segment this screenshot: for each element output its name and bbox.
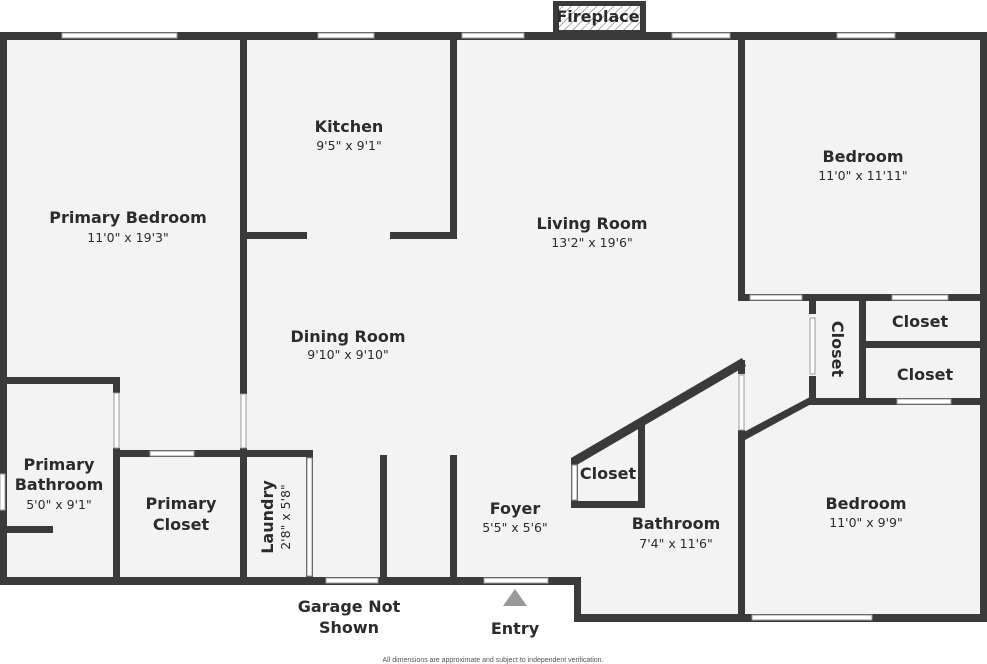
doorway bbox=[113, 392, 120, 449]
doorway bbox=[891, 294, 949, 301]
bedroom-bottom-name: Bedroom bbox=[825, 494, 906, 513]
disclaimer: All dimensions are approximate and subje… bbox=[382, 657, 603, 664]
bedroom-bottom-size: 11'0" x 9'9" bbox=[829, 515, 902, 530]
wall bbox=[380, 455, 387, 583]
bedroom-top-size: 11'0" x 11'11" bbox=[818, 168, 907, 183]
window bbox=[0, 473, 6, 511]
closet-hall-name: Closet bbox=[828, 321, 847, 378]
wall bbox=[247, 232, 307, 239]
window bbox=[317, 32, 375, 39]
living-room-size: 13'2" x 19'6" bbox=[551, 235, 632, 250]
foyer-name: Foyer bbox=[490, 499, 541, 518]
window bbox=[61, 32, 178, 39]
laundry-name: Laundry bbox=[258, 480, 277, 554]
doorway bbox=[306, 457, 313, 577]
wall bbox=[0, 577, 580, 585]
living-room-name: Living Room bbox=[537, 214, 648, 233]
fireplace: Fireplace bbox=[553, 1, 646, 35]
laundry-size: 2'8" x 5'8" bbox=[278, 484, 293, 550]
wall bbox=[859, 341, 987, 348]
wall bbox=[738, 32, 745, 300]
outside-labels: Garage Not Shown Entry All dimensions ar… bbox=[298, 597, 604, 664]
primary-bathroom-name-line1: Primary bbox=[24, 455, 95, 474]
bedroom-top-name: Bedroom bbox=[822, 147, 903, 166]
window bbox=[149, 450, 195, 457]
window bbox=[671, 32, 731, 39]
doorway bbox=[240, 393, 247, 449]
kitchen-name: Kitchen bbox=[315, 117, 384, 136]
wall bbox=[980, 32, 987, 622]
foyer-size: 5'5" x 5'6" bbox=[482, 520, 548, 535]
wall bbox=[450, 455, 457, 583]
wall bbox=[809, 376, 816, 405]
garage-line1: Garage Not bbox=[298, 597, 401, 616]
doorway bbox=[571, 464, 578, 501]
wall bbox=[113, 377, 120, 393]
dining-room-size: 9'10" x 9'10" bbox=[307, 347, 388, 362]
closet-bath-name: Closet bbox=[580, 464, 637, 483]
window bbox=[836, 32, 896, 39]
wall bbox=[390, 232, 457, 239]
primary-closet-name-line1: Primary bbox=[146, 494, 217, 513]
doorway bbox=[896, 398, 952, 405]
fireplace-label: Fireplace bbox=[556, 7, 639, 26]
floor-area bbox=[0, 33, 987, 664]
doorway bbox=[749, 294, 803, 301]
wall bbox=[247, 450, 313, 457]
wall bbox=[809, 294, 816, 314]
wall bbox=[571, 501, 645, 508]
room-labels: Primary Bedroom 11'0" x 19'3" Kitchen 9'… bbox=[15, 117, 954, 554]
wall bbox=[113, 448, 120, 583]
wall bbox=[7, 526, 53, 533]
wall bbox=[859, 294, 866, 404]
fireplace-hatch bbox=[559, 6, 640, 30]
wall bbox=[450, 32, 457, 239]
primary-bathroom-size: 5'0" x 9'1" bbox=[26, 497, 92, 512]
outside-lower-left bbox=[0, 584, 574, 664]
house-floor bbox=[0, 33, 987, 583]
entry-arrow bbox=[503, 589, 527, 606]
primary-bedroom-name: Primary Bedroom bbox=[49, 208, 207, 227]
wall bbox=[0, 377, 120, 384]
wall bbox=[240, 32, 247, 394]
windows bbox=[0, 32, 952, 621]
bathroom-size: 7'4" x 11'6" bbox=[639, 536, 712, 551]
closet-lower-name: Closet bbox=[897, 365, 954, 384]
doorway bbox=[738, 374, 745, 431]
primary-bathroom-name-line2: Bathroom bbox=[15, 475, 104, 494]
wall bbox=[738, 360, 745, 374]
primary-closet-name-line2: Closet bbox=[153, 515, 210, 534]
window bbox=[483, 577, 549, 584]
window bbox=[461, 32, 525, 39]
closet-upper-name: Closet bbox=[892, 312, 949, 331]
kitchen-size: 9'5" x 9'1" bbox=[316, 138, 382, 153]
garage-line2: Shown bbox=[319, 618, 379, 637]
bedroom-bottom-floor bbox=[742, 580, 987, 620]
window bbox=[325, 577, 379, 584]
wall bbox=[0, 32, 7, 584]
wall bbox=[574, 577, 581, 622]
wall bbox=[738, 430, 745, 622]
entry-label: Entry bbox=[491, 619, 540, 638]
bathroom-floor bbox=[574, 580, 742, 620]
wall bbox=[638, 420, 645, 508]
doorway bbox=[809, 317, 816, 375]
wall bbox=[240, 448, 247, 583]
wall bbox=[571, 358, 746, 466]
wall bbox=[742, 397, 813, 440]
dining-room-name: Dining Room bbox=[290, 327, 405, 346]
window bbox=[751, 614, 873, 621]
bathroom-name: Bathroom bbox=[632, 514, 721, 533]
primary-bedroom-size: 11'0" x 19'3" bbox=[87, 230, 168, 245]
